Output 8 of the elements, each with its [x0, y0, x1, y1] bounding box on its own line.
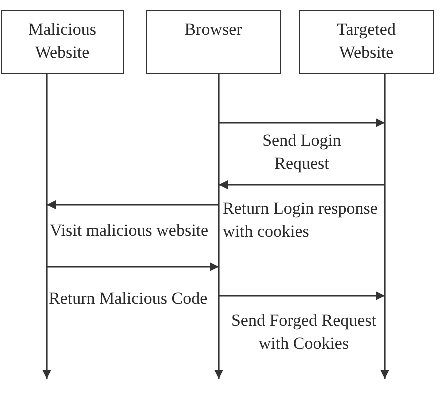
participant-name: Malicious Website: [28, 19, 98, 64]
message-arrow: [47, 200, 219, 210]
participant-name: Browser: [184, 19, 242, 41]
message-arrow: [219, 118, 385, 128]
message-arrow: [47, 262, 219, 272]
message-arrow: [219, 180, 385, 190]
participant-name: Targeted Website: [336, 19, 397, 64]
message-arrow: [219, 292, 385, 300]
